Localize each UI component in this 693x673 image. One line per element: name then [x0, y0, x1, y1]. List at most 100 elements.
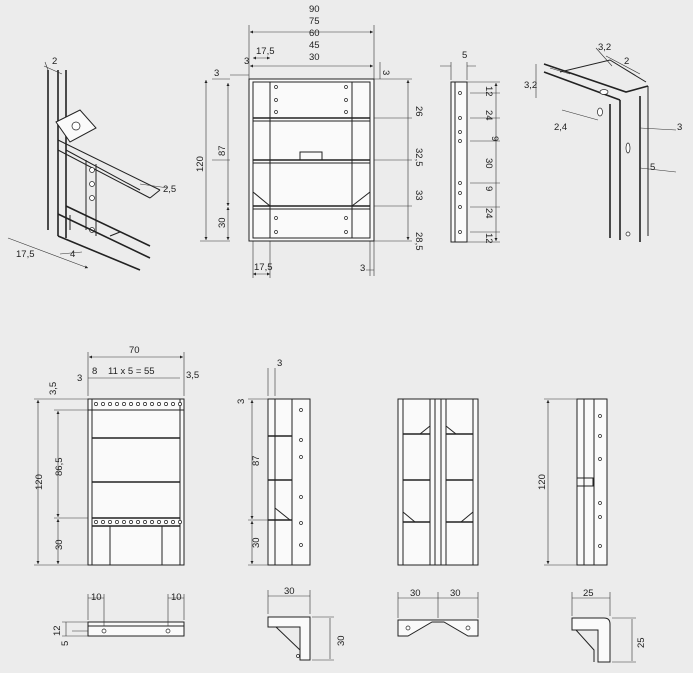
dim-26: 26	[413, 106, 424, 117]
side-post	[440, 62, 500, 243]
bracket-h30: 30	[336, 635, 347, 646]
dim-2: 2	[52, 56, 57, 67]
double-w30b: 30	[450, 588, 461, 599]
perforated-frame	[87, 398, 185, 566]
perforation-hole	[164, 520, 168, 524]
perf-pitch-8: 8	[92, 366, 97, 377]
dim-17-5: 17,5	[16, 249, 35, 260]
perforation-hole	[150, 402, 154, 406]
narrow-t3: 3	[236, 399, 247, 404]
dim-17-5-post: 17,5	[256, 46, 275, 57]
perforation-hole	[171, 520, 175, 524]
perf-h30: 30	[54, 539, 65, 550]
perforation-hole	[157, 402, 161, 406]
perforation-hole	[101, 520, 105, 524]
perforation-hole	[94, 520, 98, 524]
perforation-hole	[94, 402, 98, 406]
dim-2-5: 2,5	[163, 184, 176, 195]
dim-3-bottom: 3	[360, 263, 365, 274]
profile-corner	[571, 592, 636, 663]
rail-d5: 5	[60, 641, 71, 646]
profile-bracket	[267, 590, 334, 661]
front-view-dimensions	[200, 25, 412, 278]
perforation-hole	[171, 402, 175, 406]
perforation-hole	[164, 402, 168, 406]
perforation-hole	[143, 520, 147, 524]
perforation-hole	[129, 520, 133, 524]
corner-detail-right	[535, 47, 677, 242]
dim-4: 4	[70, 249, 75, 260]
dim-2-right: 2	[624, 56, 629, 67]
post-dim-12a: 12	[483, 86, 494, 97]
perf-pitch-3-5: 3,5	[186, 370, 199, 381]
dim-3-right: 3	[380, 70, 391, 75]
double-frame-view	[397, 398, 479, 566]
perf-total-70: 70	[129, 345, 140, 356]
width-45: 45	[309, 40, 320, 51]
perf-pitch-55: 11 x 5 = 55	[108, 366, 155, 377]
perf-h86-5: 86,5	[54, 458, 65, 477]
corner-w25: 25	[583, 588, 594, 599]
dim-30-bottom: 30	[217, 217, 228, 228]
front-view-frame	[248, 78, 375, 242]
perforation-hole	[101, 402, 105, 406]
rail-d10b: 10	[171, 592, 182, 603]
post-dim-24b: 24	[483, 208, 494, 219]
post-dim-24a: 24	[483, 110, 494, 121]
dim-2-4: 2,4	[554, 122, 567, 133]
perforation-hole	[122, 520, 126, 524]
dim-3-side: 3	[677, 122, 682, 133]
corner-h25: 25	[636, 637, 647, 648]
perf-left-3-5: 3,5	[48, 382, 59, 395]
dim-3-2-top: 3,2	[598, 42, 611, 53]
perf-h120: 120	[34, 474, 45, 490]
perforation-hole	[115, 402, 119, 406]
width-75: 75	[309, 16, 320, 27]
perforation-hole	[143, 402, 147, 406]
perforation-hole	[108, 520, 112, 524]
dim-3-2-left: 3,2	[524, 80, 537, 91]
perforation-hole	[108, 402, 112, 406]
post-dim-12b: 12	[483, 233, 494, 244]
tall-post-view	[544, 398, 608, 566]
narrow-w3: 3	[277, 358, 282, 369]
rail-d10a: 10	[91, 592, 102, 603]
double-w30a: 30	[410, 588, 421, 599]
perforated-dimensions	[34, 352, 185, 566]
perforation-hole	[115, 520, 119, 524]
perforation-hole	[178, 402, 182, 406]
corner-detail-left	[7, 61, 169, 271]
profile-double-bracket	[397, 592, 479, 637]
perforation-hole	[157, 520, 161, 524]
narrow-h87: 87	[251, 455, 262, 466]
narrow-h30: 30	[251, 537, 262, 548]
perforation-hole	[136, 402, 140, 406]
dim-28-5: 28,5	[413, 232, 424, 251]
profile-rail	[62, 594, 185, 637]
dim-87: 87	[217, 145, 228, 156]
perforation-hole	[178, 520, 182, 524]
perf-pitch-3: 3	[77, 373, 82, 384]
width-60: 60	[309, 28, 320, 39]
post-width-5: 5	[462, 50, 467, 61]
width-30: 30	[309, 52, 320, 63]
width-90: 90	[309, 4, 320, 15]
post-dim-9a: 9	[489, 136, 500, 141]
rail-d12: 12	[52, 625, 63, 636]
perforation-hole	[136, 520, 140, 524]
dim-33: 33	[413, 190, 424, 201]
perforation-hole	[150, 520, 154, 524]
perforation-hole	[122, 402, 126, 406]
dim-120: 120	[195, 156, 206, 172]
perforation-holes	[94, 402, 182, 524]
perforation-hole	[129, 402, 133, 406]
post-dim-9b: 9	[483, 186, 494, 191]
bracket-w30: 30	[284, 586, 295, 597]
narrow-side-view	[248, 368, 311, 566]
post-dim-30: 30	[483, 158, 494, 169]
dim-5-side: 5	[650, 162, 655, 173]
dim-17-5-bottom: 17,5	[254, 262, 273, 273]
dim-32-5: 32,5	[413, 148, 424, 167]
tall-h120: 120	[537, 474, 548, 490]
